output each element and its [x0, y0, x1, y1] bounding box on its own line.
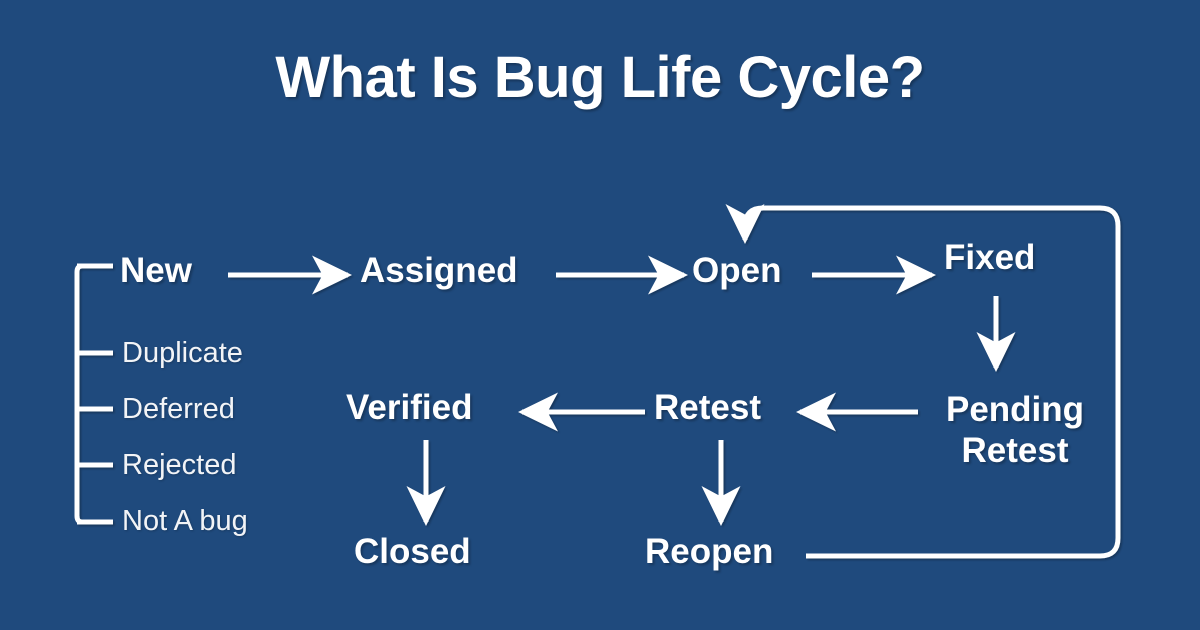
node-fixed[interactable]: Fixed: [944, 238, 1036, 277]
node-open[interactable]: Open: [692, 251, 782, 290]
node-new[interactable]: New: [120, 251, 192, 290]
node-not-a-bug[interactable]: Not A bug: [122, 505, 248, 537]
node-pending-retest-line2: Retest: [961, 431, 1069, 471]
node-pending-retest[interactable]: Pending Retest: [930, 389, 1100, 472]
node-reopen[interactable]: Reopen: [645, 532, 774, 571]
node-assigned[interactable]: Assigned: [360, 251, 518, 290]
node-rejected[interactable]: Rejected: [122, 449, 237, 481]
node-deferred[interactable]: Deferred: [122, 393, 235, 425]
node-verified[interactable]: Verified: [346, 388, 473, 427]
node-retest[interactable]: Retest: [654, 388, 761, 427]
page-title: What Is Bug Life Cycle?: [275, 45, 925, 110]
node-pending-retest-line1: Pending: [945, 390, 1085, 429]
node-duplicate[interactable]: Duplicate: [122, 337, 243, 369]
edge-reopen-to-open-loop: [725, 204, 1121, 559]
node-closed[interactable]: Closed: [354, 532, 471, 571]
bracket-spine: [74, 263, 90, 525]
